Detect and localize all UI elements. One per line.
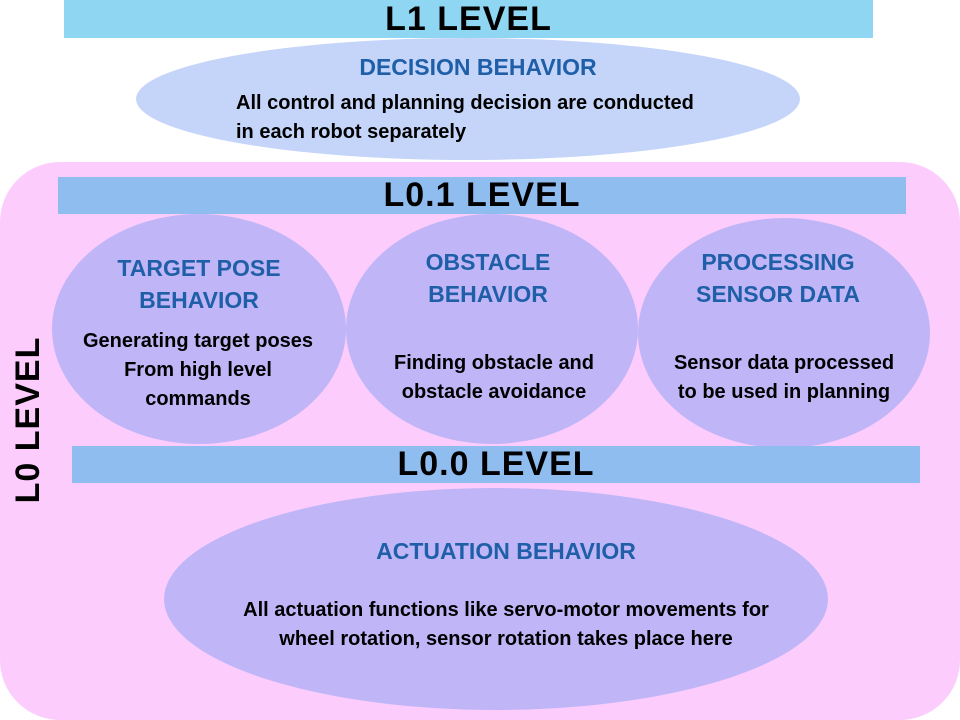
l01-level-label: L0.1 LEVEL [383, 176, 581, 214]
target-pose-behavior-title: TARGET POSE BEHAVIOR [117, 255, 281, 313]
processing-sensor-data-description: Sensor data processed to be used in plan… [673, 352, 895, 403]
processing-sensor-data-ellipse [638, 218, 930, 448]
processing-sensor-data-title: PROCESSING SENSOR DATA [696, 249, 860, 307]
actuation-behavior-ellipse [164, 488, 828, 710]
obstacle-behavior-title: OBSTACLE BEHAVIOR [425, 249, 551, 307]
l1-level-label: L1 LEVEL [385, 0, 552, 38]
l00-level-band: L0.0 LEVEL [72, 445, 920, 483]
target-pose-behavior-ellipse [52, 214, 346, 444]
l0-level-label: L0 LEVEL [9, 336, 47, 504]
l00-level-label: L0.0 LEVEL [397, 445, 595, 483]
obstacle-behavior-description: Finding obstacle and obstacle avoidance [393, 352, 594, 403]
target-pose-behavior-description: Generating target poses From high level … [82, 330, 314, 410]
actuation-behavior-description: All actuation functions like servo-motor… [243, 599, 769, 650]
actuation-behavior-title: ACTUATION BEHAVIOR [376, 538, 636, 564]
obstacle-behavior-ellipse [346, 214, 638, 444]
decision-behavior-title: DECISION BEHAVIOR [359, 54, 597, 80]
decision-behavior-description: All control and planning decision are co… [236, 92, 694, 143]
l1-level-band: L1 LEVEL [64, 0, 873, 38]
decision-behavior-ellipse [136, 38, 800, 160]
l01-level-band: L0.1 LEVEL [58, 176, 906, 214]
